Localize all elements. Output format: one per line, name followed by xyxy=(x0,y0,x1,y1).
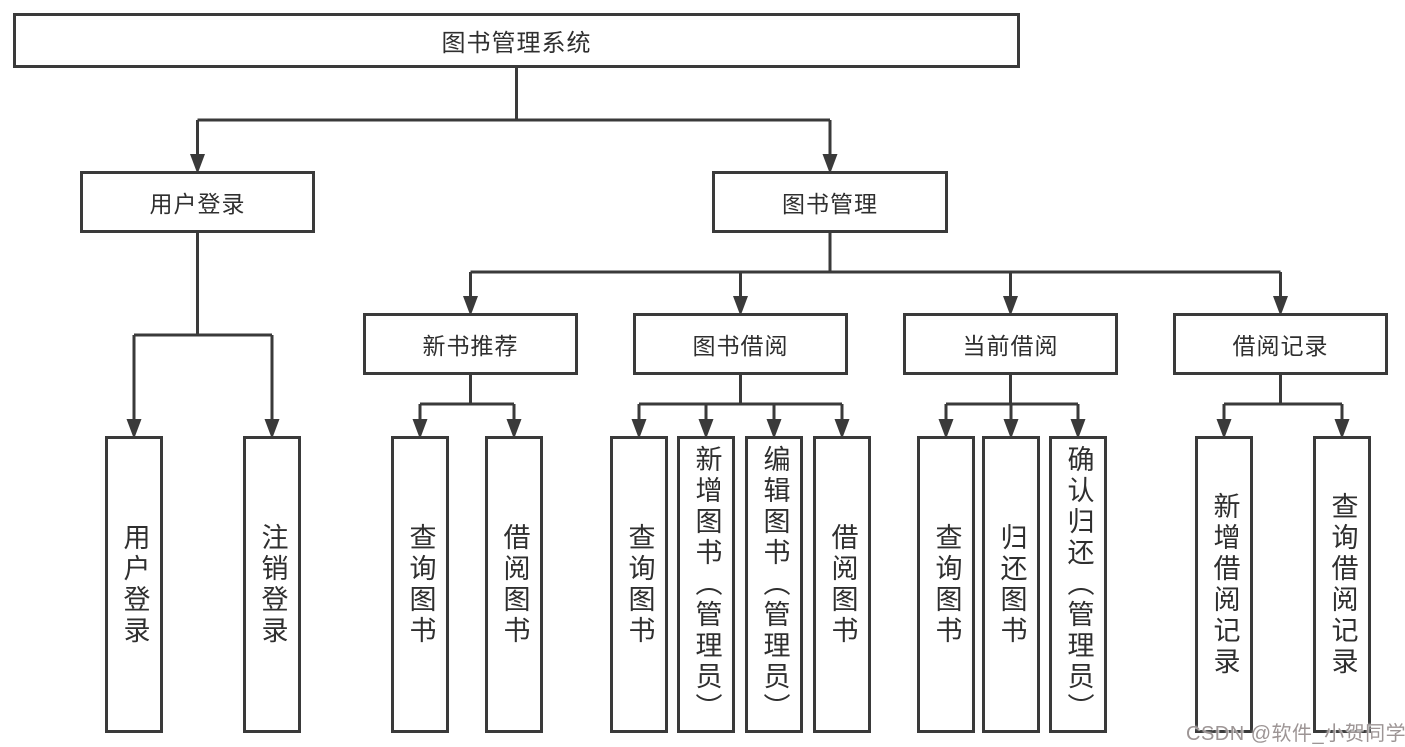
leaf-current-return-book: 归还图书 xyxy=(982,436,1040,733)
leaf-current-query-book: 查询图书 xyxy=(917,436,975,733)
leaf-newbook-query-book: 查询图书 xyxy=(391,436,449,733)
node-borrow-record: 借阅记录 xyxy=(1173,313,1388,375)
node-book-borrow: 图书借阅 xyxy=(633,313,848,375)
leaf-record-add-borrow-record: 新增借阅记录 xyxy=(1195,436,1253,733)
node-root-library-system: 图书管理系统 xyxy=(13,13,1020,68)
node-new-book-recommend: 新书推荐 xyxy=(363,313,578,375)
leaf-newbook-borrow-book: 借阅图书 xyxy=(485,436,543,733)
leaf-user-login: 用户登录 xyxy=(105,436,163,733)
leaf-borrow-query-book: 查询图书 xyxy=(610,436,668,733)
leaf-current-confirm-return-admin: 确认归还（管理员） xyxy=(1049,436,1107,733)
node-user-login: 用户登录 xyxy=(80,171,315,233)
csdn-watermark: CSDN @软件_小贺同学 xyxy=(1186,723,1405,745)
leaf-record-query-borrow-record: 查询借阅记录 xyxy=(1313,436,1371,733)
leaf-borrow-borrow-book: 借阅图书 xyxy=(813,436,871,733)
leaf-logout: 注销登录 xyxy=(243,436,301,733)
leaf-borrow-add-book-admin: 新增图书（管理员） xyxy=(677,436,735,733)
leaf-borrow-edit-book-admin: 编辑图书（管理员） xyxy=(745,436,803,733)
node-current-borrow: 当前借阅 xyxy=(903,313,1118,375)
node-book-management: 图书管理 xyxy=(712,171,948,233)
